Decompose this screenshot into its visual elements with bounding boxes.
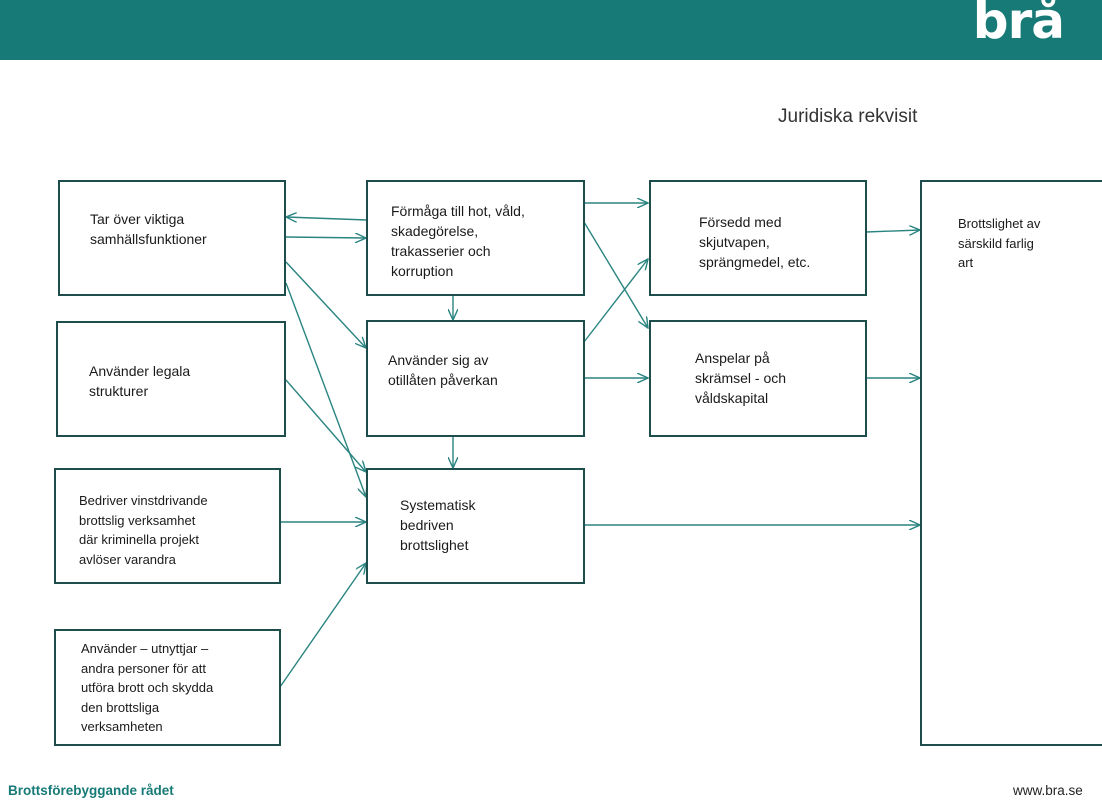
logo-text: brå [972,0,1065,50]
node-systematisk: Systematisk bedriven brottslighet [366,468,585,584]
edge-forsedd-to-brottslighet [865,230,920,232]
node-brottslighet-label: Brottslighet av särskild farlig art [958,216,1041,270]
node-formaga: Förmåga till hot, våld, skadegörelse, tr… [366,180,585,296]
edge-tarover-to-systematisk [285,282,366,497]
edge-tarover-to-otillaten [285,261,366,348]
footer-org-name: Brottsförebyggande rådet [8,783,174,798]
diagram-heading: Juridiska rekvisit [778,106,918,127]
node-legala: Använder legala strukturer [56,321,286,437]
node-formaga-label: Förmåga till hot, våld, skadegörelse, tr… [391,203,525,279]
edge-formaga-to-anspelar [583,221,648,328]
edge-otillaten-to-forsedd [583,259,648,343]
node-anspelar-label: Anspelar på skrämsel - och våldskapital [695,350,787,406]
node-vinstdrivande: Bedriver vinstdrivande brottslig verksam… [54,468,281,584]
node-legala-label: Använder legala strukturer [89,363,191,399]
node-brottslighet: Brottslighet av särskild farlig art [920,180,1102,746]
node-utnyttjar-label: Använder – utnyttjar – andra personer fö… [81,641,214,734]
edge-utnyttjar-to-systematisk [279,563,366,688]
node-systematisk-label: Systematisk bedriven brottslighet [400,497,476,553]
node-anspelar: Anspelar på skrämsel - och våldskapital [649,320,867,437]
footer-url[interactable]: www.bra.se [1013,783,1083,798]
node-otillaten: Använder sig av otillåten påverkan [366,320,585,437]
bra-logo: brå [973,0,1065,46]
node-forsedd: Försedd med skjutvapen, sprängmedel, etc… [649,180,867,296]
header-bar: brå [0,0,1102,60]
edge-tarover-to-formaga [285,237,366,238]
node-otillaten-label: Använder sig av otillåten påverkan [388,352,498,388]
edge-legala-to-systematisk [285,379,366,472]
node-tar-over-label: Tar över viktiga samhällsfunktioner [90,211,207,247]
edge-formaga-to-tarover [286,217,368,220]
node-vinstdrivande-label: Bedriver vinstdrivande brottslig verksam… [79,493,208,567]
node-utnyttjar: Använder – utnyttjar – andra personer fö… [54,629,281,746]
node-tar-over: Tar över viktiga samhällsfunktioner [58,180,286,296]
node-forsedd-label: Försedd med skjutvapen, sprängmedel, etc… [699,214,811,270]
